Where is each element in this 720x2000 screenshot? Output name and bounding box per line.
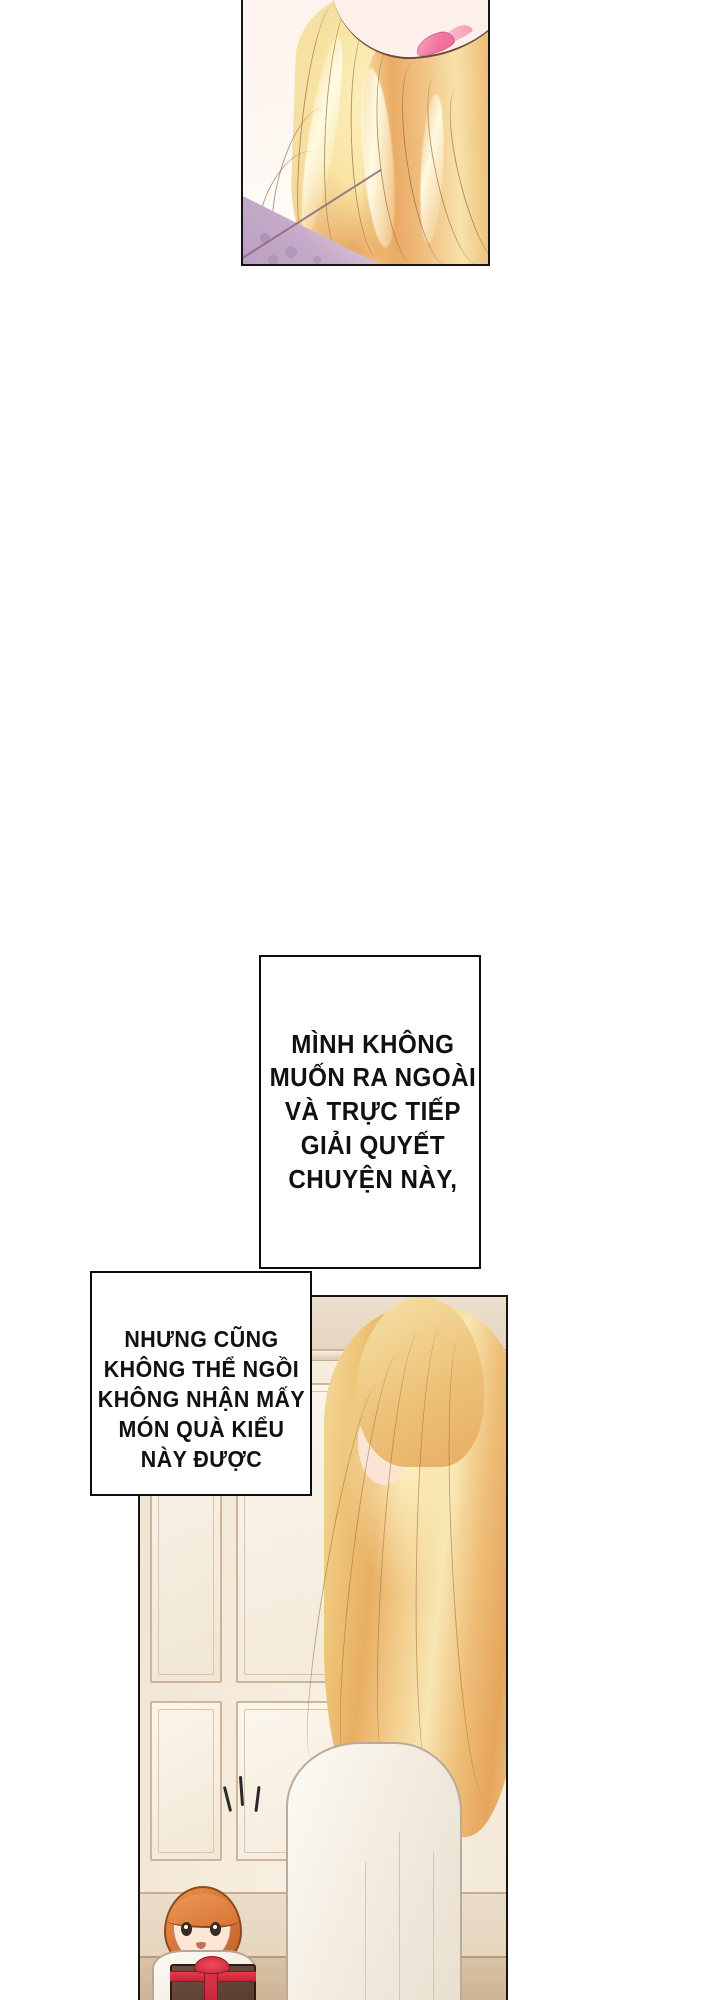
eye-icon — [181, 1922, 192, 1936]
red-haired-girl-bangs-icon — [168, 1894, 238, 1928]
panel-top-closeup — [241, 0, 490, 266]
narration-line: MÌNH KHÔNG — [291, 1028, 455, 1059]
dress-fold-icon — [364, 1862, 366, 2000]
narration-line: KHÔNG THỂ NGỒI — [103, 1355, 299, 1382]
narration-line: MÓN QUÀ KIỂU — [117, 1415, 285, 1442]
mouth-icon — [196, 1942, 206, 1949]
blonde-woman-dress-icon — [286, 1742, 462, 2000]
narration-line: VÀ TRỰC TIẾP — [284, 1096, 461, 1127]
cornice-moulding — [140, 1351, 506, 1361]
panel-bottom-room-scene — [138, 1295, 508, 2000]
narration-line: GIẢI QUYẾT — [300, 1129, 445, 1160]
narration-line: CHUYỆN NÀY, — [288, 1163, 458, 1194]
dress-fold-icon — [432, 1852, 434, 2000]
blonde-woman-head-icon — [356, 1297, 484, 1467]
narration-line: MUỐN RA NGOÀI — [269, 1062, 477, 1093]
wall-panel-moulding — [150, 1701, 222, 1861]
narration-text-lower: NHƯNG CŨNG KHÔNG THỂ NGỒI KHÔNG NHẬN MẤY… — [97, 1273, 304, 1474]
gift-bow-icon — [194, 1956, 230, 1974]
narration-line: KHÔNG NHẬN MẤY — [97, 1385, 305, 1412]
narration-box-lower: NHƯNG CŨNG KHÔNG THỂ NGỒI KHÔNG NHẬN MẤY… — [90, 1271, 312, 1496]
narration-line: NHƯNG CŨNG — [123, 1326, 279, 1352]
narration-box-upper: MÌNH KHÔNG MUỐN RA NGOÀI VÀ TRỰC TIẾP GI… — [259, 955, 481, 1269]
eye-icon — [210, 1922, 221, 1936]
narration-line: NÀY ĐƯỢC — [140, 1445, 262, 1472]
narration-text-upper: MÌNH KHÔNG MUỐN RA NGOÀI VÀ TRỰC TIẾP GI… — [264, 1028, 476, 1197]
dress-fold-icon — [398, 1832, 400, 2000]
